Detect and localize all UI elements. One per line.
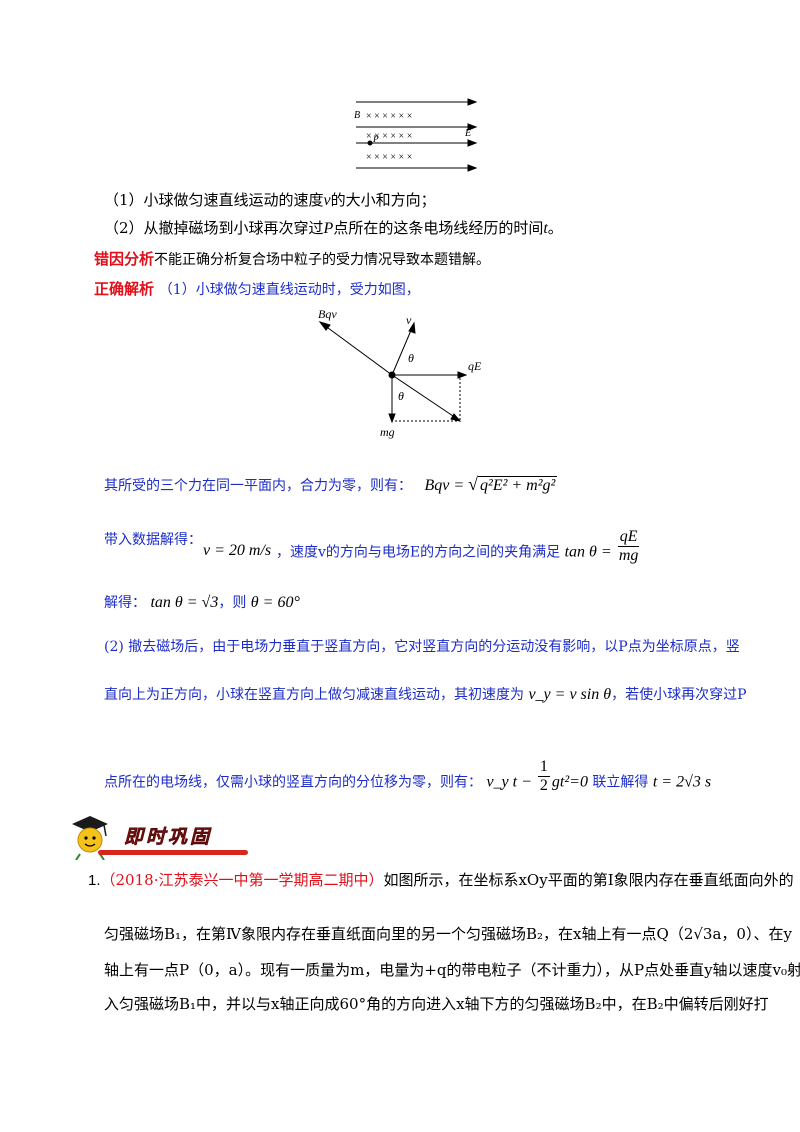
solution-line-1: 其所受的三个力在同一平面内，合力为零，则有： Bqv = √q²E² + m²g… xyxy=(104,474,558,494)
label-theta-top: θ xyxy=(408,351,414,365)
force-diagram: Bqv v θ qE θ mg xyxy=(318,307,482,439)
banner-title: 即时巩固 xyxy=(124,826,213,849)
b-label: B xyxy=(354,110,360,121)
error-analysis: 错因分析不能正确分析复合场中粒子的受力情况导致本题错解。 xyxy=(94,250,491,268)
correct-solution-label: 正确解析 xyxy=(94,280,155,298)
crosses-row-1: × × × × × × xyxy=(366,111,412,122)
solution-line-3: 解得： tan θ = √3，则 θ = 60° xyxy=(104,594,300,611)
field-figure: B × × × × × × × × × × × × P E × × × × × … xyxy=(354,98,478,172)
crosses-row-3: × × × × × × xyxy=(366,152,412,163)
exercise-line-1: 1.（2018·江苏泰兴一中第一学期高二期中）如图所示，在坐标系xOy平面的第Ⅰ… xyxy=(88,871,794,889)
part2-line-2: 直向上为正方向，小球在竖直方向上做匀减速直线运动，其初速度为 v_y = v s… xyxy=(104,686,747,703)
error-analysis-label: 错因分析 xyxy=(94,250,155,268)
e-label: E xyxy=(464,128,471,139)
exercise-line-4: 入匀强磁场B₁中，并以与x轴正向成60°角的方向进入x轴下方的匀强磁场B₂中，在… xyxy=(104,995,769,1013)
label-v: v xyxy=(406,313,412,327)
exercise-line-2: 匀强磁场B₁，在第Ⅳ象限内存在垂直纸面向里的另一个匀强磁场B₂，在x轴上有一点Q… xyxy=(104,925,792,943)
label-bqv: Bqv xyxy=(318,307,337,321)
question-1: （1）小球做匀速直线运动的速度v的大小和方向； xyxy=(104,191,436,209)
exercise-source: （2018·江苏泰兴一中第一学期高二期中） xyxy=(100,871,384,889)
label-mg: mg xyxy=(380,425,395,439)
p-label: P xyxy=(372,134,379,144)
label-theta-bottom: θ xyxy=(398,389,404,403)
velocity-result: v = 20 m/s xyxy=(203,542,272,559)
exercise-line-3: 轴上有一点P（0，a）。现有一质量为m，电量为+q的带电粒子（不计重力），从P点… xyxy=(104,961,800,979)
label-qe: qE xyxy=(468,359,482,373)
correct-solution: 正确解析 （1）小球做匀速直线运动时，受力如图， xyxy=(94,280,420,298)
banner-underline xyxy=(98,850,248,855)
exercise-number: 1. xyxy=(88,872,101,889)
part2-line-1: (2) 撤去磁场后，由于电场力垂直于竖直方向，它对竖直方向的分运动没有影响，以P… xyxy=(104,639,740,655)
banner: 即时巩固 xyxy=(68,814,248,860)
crosses-row-2: × × × × × × xyxy=(366,131,412,142)
question-2: （2）从撤掉磁场到小球再次穿过P点所在的这条电场线经历的时间t。 xyxy=(104,219,563,237)
solution-line-2: 带入数据解得： xyxy=(104,532,202,548)
cartoon-student-icon xyxy=(72,816,108,860)
